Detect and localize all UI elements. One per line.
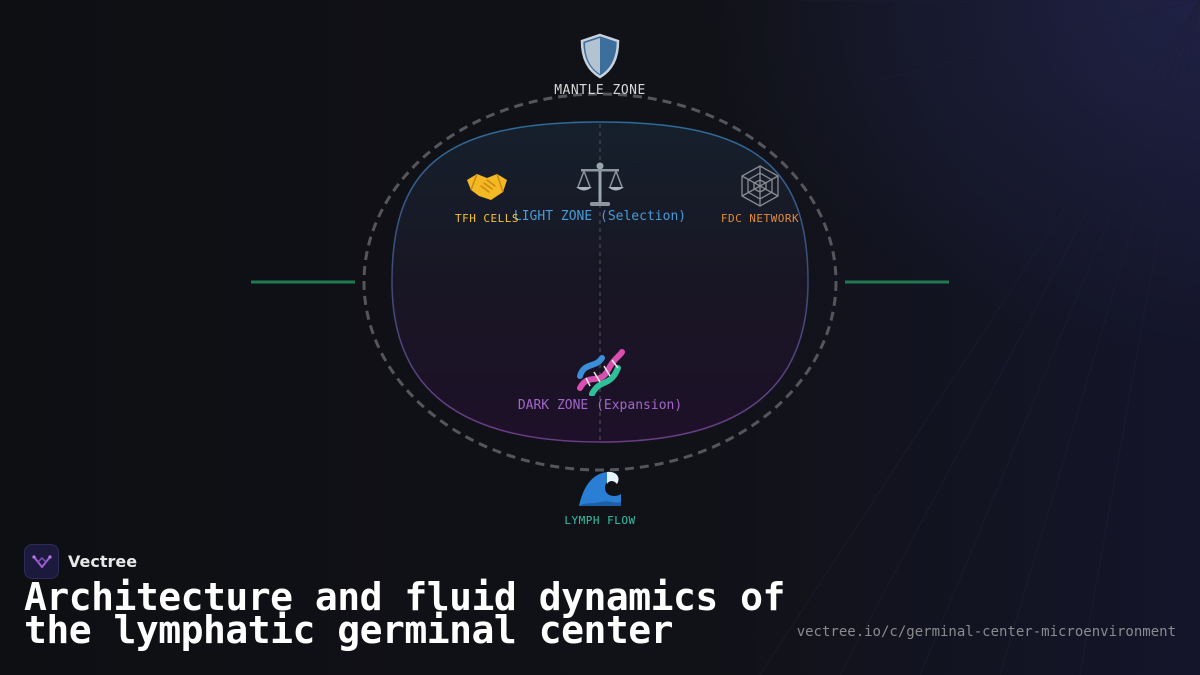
wave-icon: [577, 466, 623, 508]
title-line-2: the lymphatic germinal center: [24, 608, 673, 652]
mantle-zone-label: MANTLE ZONE: [554, 83, 646, 98]
source-url[interactable]: vectree.io/c/germinal-center-microenviro…: [796, 624, 1176, 640]
tfh-cells-label: TFH CELLS: [454, 212, 520, 225]
shield-icon: [576, 32, 624, 80]
handshake-icon: [465, 166, 509, 204]
vectree-logo-icon: [24, 544, 59, 579]
title-line-1: Architecture and fluid dynamics of: [24, 575, 785, 619]
balance-scale-icon: [573, 160, 627, 208]
lymph-flow-label: LYMPH FLOW: [564, 514, 636, 527]
page-title: Architecture and fluid dynamics of the l…: [24, 575, 804, 652]
germinal-center-core: [391, 121, 809, 443]
fdc-network-label: FDC NETWORK: [720, 212, 800, 225]
mantle-boundary: [362, 92, 838, 472]
dark-zone-label: DARK ZONE (Expansion): [517, 398, 683, 413]
dna-icon: [574, 348, 626, 397]
brand-name: Vectree: [68, 552, 138, 571]
spider-web-icon: [738, 164, 782, 208]
brand[interactable]: Vectree: [24, 544, 137, 579]
light-zone-label: LIGHT ZONE (Selection): [513, 209, 687, 224]
